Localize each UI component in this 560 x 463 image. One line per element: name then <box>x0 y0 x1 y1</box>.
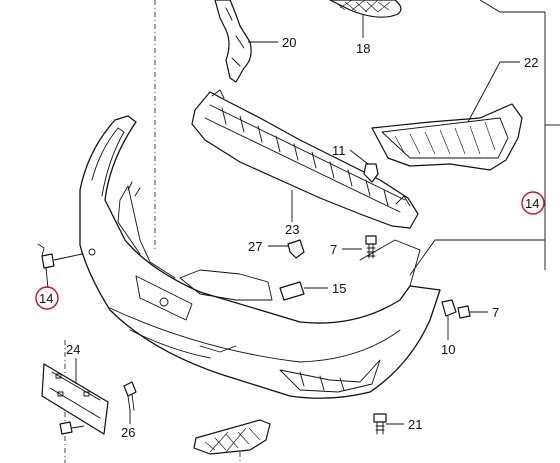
callout-11: 11 <box>332 143 346 158</box>
callout-7-right: 7 <box>492 305 499 320</box>
lower-center-grille-part <box>193 419 271 463</box>
center-bracket-part <box>214 0 278 83</box>
ref-circle-left: 14 <box>35 286 59 310</box>
callout-labels: 18 20 22 23 24 26 27 15 11 7 7 10 21 <box>66 35 538 440</box>
bolt-right-part <box>441 299 488 340</box>
callout-22: 22 <box>524 55 538 70</box>
right-grille-part <box>371 61 523 171</box>
bolt-bottom-part <box>373 413 404 435</box>
tow-clip-part <box>268 239 305 259</box>
plate-holder-part <box>41 358 109 435</box>
callout-23: 23 <box>285 222 299 237</box>
callout-24: 24 <box>66 342 80 357</box>
plate-screw-part <box>123 381 137 424</box>
callout-10: 10 <box>441 342 455 357</box>
callout-20: 20 <box>282 35 296 50</box>
callout-14-right: 14 <box>525 196 539 211</box>
bolt-upper-part <box>342 235 377 259</box>
callout-15: 15 <box>332 281 346 296</box>
bumper-cover-part <box>79 115 441 399</box>
callout-18: 18 <box>356 41 370 56</box>
bumper-carrier-part <box>191 89 419 229</box>
callout-7-upper: 7 <box>330 242 337 257</box>
grille-lower-part <box>329 0 402 38</box>
tow-cap-part <box>279 281 328 301</box>
ref-circle-right: 14 <box>521 191 545 215</box>
callout-14-left: 14 <box>39 291 53 306</box>
nut-part <box>349 149 379 183</box>
callout-27: 27 <box>248 239 262 254</box>
reference-lines <box>64 0 560 463</box>
plate-screw-left-part <box>59 421 85 435</box>
left-side-clip-part <box>37 243 83 289</box>
callout-26: 26 <box>121 425 135 440</box>
callout-21: 21 <box>408 417 422 432</box>
